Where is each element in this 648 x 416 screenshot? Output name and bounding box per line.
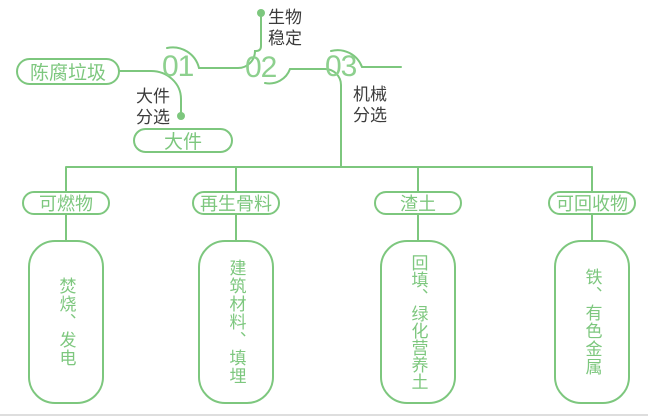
source-node: 陈腐垃圾 xyxy=(16,58,120,85)
output-text: 建筑材料、填埋 xyxy=(226,259,246,385)
flow-arc-step03 xyxy=(330,49,402,68)
flow-path-step02-to-step03 xyxy=(264,68,342,168)
output-box-slag-soil: 回填、绿化营养土 xyxy=(380,240,456,404)
output-box-recyclables: 铁、有色金属 xyxy=(554,240,630,404)
step-number-01: 01 xyxy=(162,50,194,83)
step-label-mechanical-sorting: 机械 分选 xyxy=(353,84,387,126)
step-number-03: 03 xyxy=(325,50,357,83)
bulky-item-label: 大件 xyxy=(163,132,202,153)
page-bottom-divider xyxy=(0,414,648,416)
output-box-combustibles: 焚烧、发电 xyxy=(28,240,104,404)
output-text: 回填、绿化营养土 xyxy=(408,254,428,390)
category-label: 再生骨料 xyxy=(200,194,272,214)
distribution-bar xyxy=(65,166,593,192)
label-line: 分选 xyxy=(353,106,387,125)
category-label: 渣土 xyxy=(400,194,436,214)
flow-arc-step01 xyxy=(166,46,239,69)
label-line: 机械 xyxy=(353,85,387,104)
output-text: 焚烧、发电 xyxy=(56,277,76,367)
category-label: 可回收物 xyxy=(556,194,628,214)
label-line: 大件 xyxy=(136,87,170,106)
step-number-02: 02 xyxy=(245,51,277,84)
endpoint-dot-bulky xyxy=(177,112,185,120)
category-node-slag-soil: 渣土 xyxy=(374,191,462,215)
flow-path-step02-up xyxy=(237,16,262,69)
flow-path-source-to-bulky xyxy=(119,70,182,113)
bulky-item-node: 大件 xyxy=(133,128,233,153)
label-line: 稳定 xyxy=(268,29,302,48)
source-label: 陈腐垃圾 xyxy=(29,63,106,84)
pill-to-box-connectors xyxy=(65,214,593,241)
category-node-recyclables: 可回收物 xyxy=(548,191,636,215)
output-text: 铁、有色金属 xyxy=(582,268,602,376)
step-label-bulky-sorting: 大件 分选 xyxy=(136,86,170,128)
step-label-bio-stabilization: 生物 稳定 xyxy=(268,7,302,49)
category-label: 可燃物 xyxy=(39,194,93,214)
output-box-recycled-aggregate: 建筑材料、填埋 xyxy=(198,240,274,404)
endpoint-dot-bio xyxy=(257,9,265,17)
category-node-combustibles: 可燃物 xyxy=(22,191,110,215)
label-line: 生物 xyxy=(268,8,302,27)
category-node-recycled-aggregate: 再生骨料 xyxy=(192,191,280,215)
label-line: 分选 xyxy=(136,108,170,127)
